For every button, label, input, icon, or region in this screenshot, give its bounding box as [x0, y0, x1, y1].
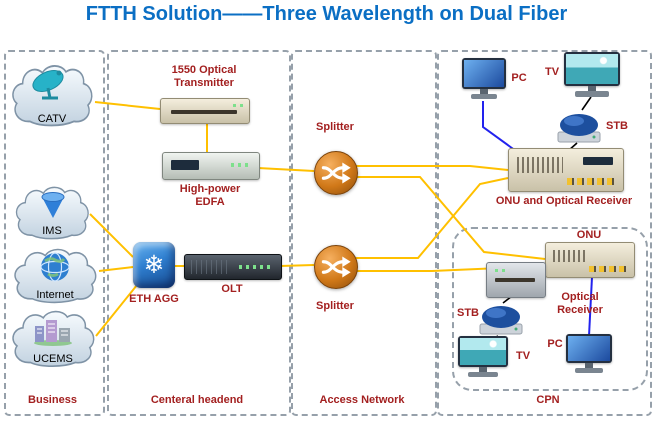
monitor-frame — [462, 58, 506, 89]
cloud-label-ims: IMS — [42, 225, 62, 237]
onu-cpn-label: ONU — [576, 229, 602, 241]
transmitter-label: 1550 Optical Transmitter — [171, 64, 237, 90]
stb-cpn-device — [478, 300, 524, 336]
monitor-base — [470, 94, 498, 100]
fiber-ucems-ethagg — [95, 284, 138, 337]
splitter-top-device — [314, 151, 358, 195]
fiber-splitterbottom-onureceiver — [356, 177, 509, 259]
cable-tvtop-stbtop — [581, 96, 592, 111]
pc-top-label: PC — [511, 72, 527, 84]
fiber-olt-splitter-bottom — [279, 264, 315, 267]
monitor-base — [575, 91, 609, 98]
monitor-neck — [585, 363, 593, 369]
pc-cpn-device — [566, 334, 612, 376]
ims-icon — [41, 192, 65, 218]
pc-cpn-label: PC — [547, 338, 563, 350]
olt-device — [184, 254, 282, 280]
olt-label: OLT — [221, 283, 243, 295]
tv-cpn-device — [458, 336, 508, 380]
cable-pctop-onureceiver — [482, 101, 517, 152]
onu-receiver-device — [508, 148, 624, 192]
monitor-neck — [479, 366, 487, 373]
monitor-frame — [458, 336, 508, 367]
edfa-label: High-power EDFA — [179, 183, 241, 209]
splitter-icon — [321, 162, 351, 184]
section-access — [291, 50, 437, 416]
pc-screen — [464, 60, 504, 87]
fiber-ims-ethagg — [89, 213, 134, 258]
monitor-neck — [587, 85, 597, 92]
optical-receiver-label: Optical Receiver — [557, 291, 603, 317]
diagram-title: FTTH Solution——Three Wavelength on Dual … — [85, 3, 568, 25]
section-cpn — [452, 227, 648, 391]
fiber-splittertop-onureceiver — [356, 165, 509, 171]
tv-top-device — [564, 52, 620, 100]
section-label-business: Business — [28, 394, 77, 406]
splitter-top-label: Splitter — [316, 121, 354, 133]
section-label-cpn: CPN — [536, 394, 560, 406]
tv-cpn-label: TV — [515, 350, 531, 362]
section-business — [4, 50, 105, 416]
cloud-shape — [12, 65, 93, 127]
monitor-base — [468, 372, 498, 378]
fiber-internet-ethagg — [98, 266, 134, 272]
fiber-catv-transmitter — [94, 101, 161, 110]
monitor-neck — [480, 88, 488, 95]
pc-screen — [568, 336, 610, 362]
onu-cpn-device — [545, 242, 635, 278]
cloud-ims: IMS — [12, 184, 92, 246]
optical-receiver-device — [486, 262, 546, 298]
eth-agg-device: ❄ — [133, 242, 175, 288]
fiber-splittertop-onucpn — [356, 176, 546, 260]
monitor-frame — [564, 52, 620, 86]
cloud-catv: CATV — [8, 62, 96, 134]
tv-screen — [566, 54, 618, 84]
pc-top-device — [462, 58, 506, 102]
section-label-access: Access Network — [319, 394, 405, 406]
cloud-internet: Internet — [10, 246, 100, 310]
stb-icon — [479, 306, 523, 335]
cloud-label-catv: CATV — [37, 113, 67, 125]
buildings-icon — [34, 320, 72, 346]
tv-top-label: TV — [544, 66, 560, 78]
section-label-headend: Centeral headend — [150, 394, 244, 406]
tv-screen — [460, 338, 506, 365]
cable-onucpn-pccpn — [588, 276, 593, 337]
stb-cpn-label: STB — [457, 307, 479, 319]
stb-top-device — [556, 108, 602, 144]
monitor-frame — [566, 334, 612, 364]
splitter-bottom-device — [314, 245, 358, 289]
splitter-bottom-label: Splitter — [316, 300, 354, 312]
splitter-icon — [321, 256, 351, 278]
cloud-ucems: UCEMS — [8, 308, 98, 374]
snowflake-icon: ❄ — [143, 250, 165, 279]
satellite-dish-icon — [32, 70, 64, 100]
globe-icon — [40, 252, 70, 282]
edfa-device — [162, 152, 260, 180]
cloud-label-ucems: UCEMS — [33, 353, 73, 365]
monitor-base — [575, 368, 603, 374]
cloud-label-internet: Internet — [36, 289, 74, 301]
stb-top-label: STB — [606, 120, 628, 132]
fiber-edfa-splitter-top — [257, 167, 315, 172]
onu-receiver-label: ONU and Optical Receiver — [495, 195, 633, 207]
eth-agg-label: ETH AGG — [129, 293, 179, 305]
transmitter-device — [160, 98, 250, 124]
stb-icon — [557, 114, 601, 143]
